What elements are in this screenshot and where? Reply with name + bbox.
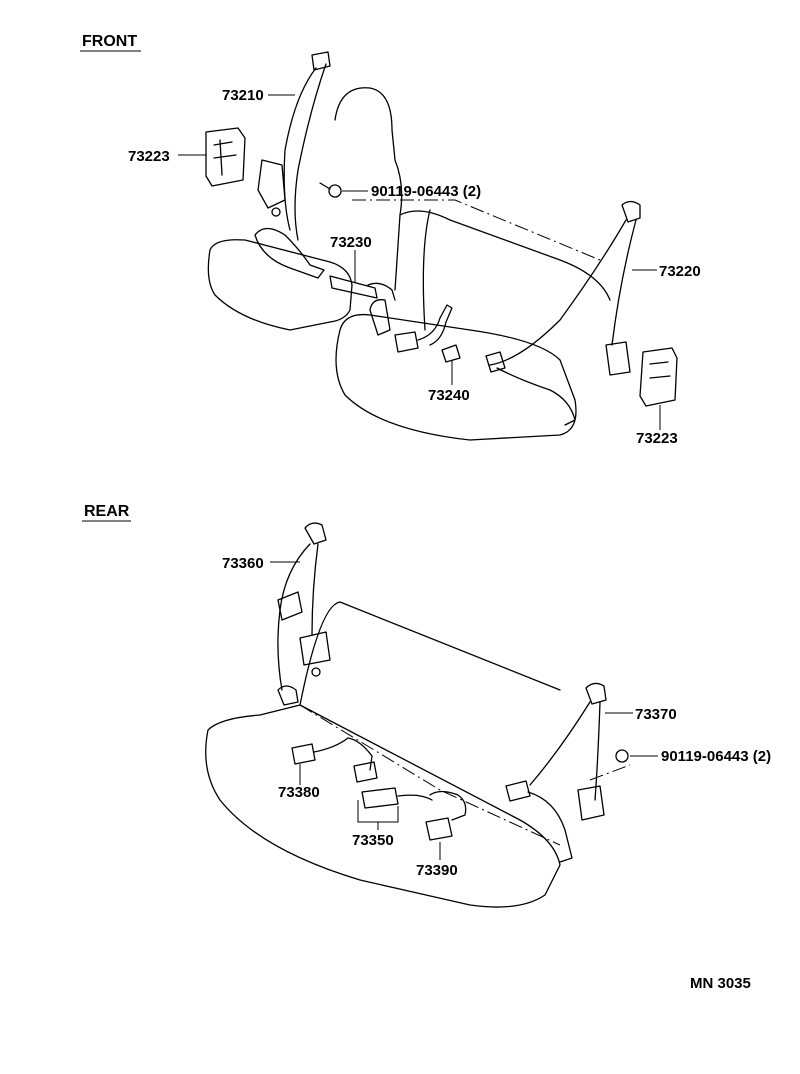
rear-section: REAR	[82, 503, 771, 908]
rear-dash-line-2	[589, 764, 631, 781]
front-seat	[207, 87, 611, 441]
buckle-73230	[329, 275, 396, 336]
rear-heading: REAR	[84, 503, 130, 520]
diagram-code: MN 3035	[690, 975, 751, 992]
front-heading: FRONT	[82, 33, 137, 50]
label-73230: 73230	[330, 234, 372, 251]
rear-seat	[205, 601, 561, 908]
belt-73370	[505, 682, 607, 863]
belt-73210	[254, 51, 331, 279]
label-73350: 73350	[352, 832, 394, 849]
bolt-rear	[615, 749, 629, 763]
label-73370: 73370	[635, 706, 677, 723]
bolt-front	[319, 182, 342, 198]
belt-73360	[277, 522, 331, 706]
buckle-73350	[361, 787, 433, 809]
label-73240: 73240	[428, 387, 470, 404]
label-90119-front: 90119-06443 (2)	[371, 183, 481, 200]
buckle-73390	[425, 790, 467, 841]
front-dash-line	[352, 199, 601, 261]
label-73220: 73220	[659, 263, 701, 280]
belt-73220	[485, 200, 641, 426]
label-73380: 73380	[278, 784, 320, 801]
label-73223-left: 73223	[128, 148, 170, 165]
leader-73350	[357, 800, 399, 830]
label-73210: 73210	[222, 87, 264, 104]
label-73360: 73360	[222, 555, 264, 572]
label-73390: 73390	[416, 862, 458, 879]
front-section: FRONT	[80, 33, 701, 447]
rear-dash-line	[299, 704, 561, 846]
label-90119-rear: 90119-06443 (2)	[661, 748, 771, 765]
label-73223-right: 73223	[636, 430, 678, 447]
buckle-73380	[291, 737, 378, 783]
buckle-73240	[394, 304, 461, 363]
cover-73223-right	[639, 347, 678, 407]
cover-73223-left	[205, 127, 246, 187]
